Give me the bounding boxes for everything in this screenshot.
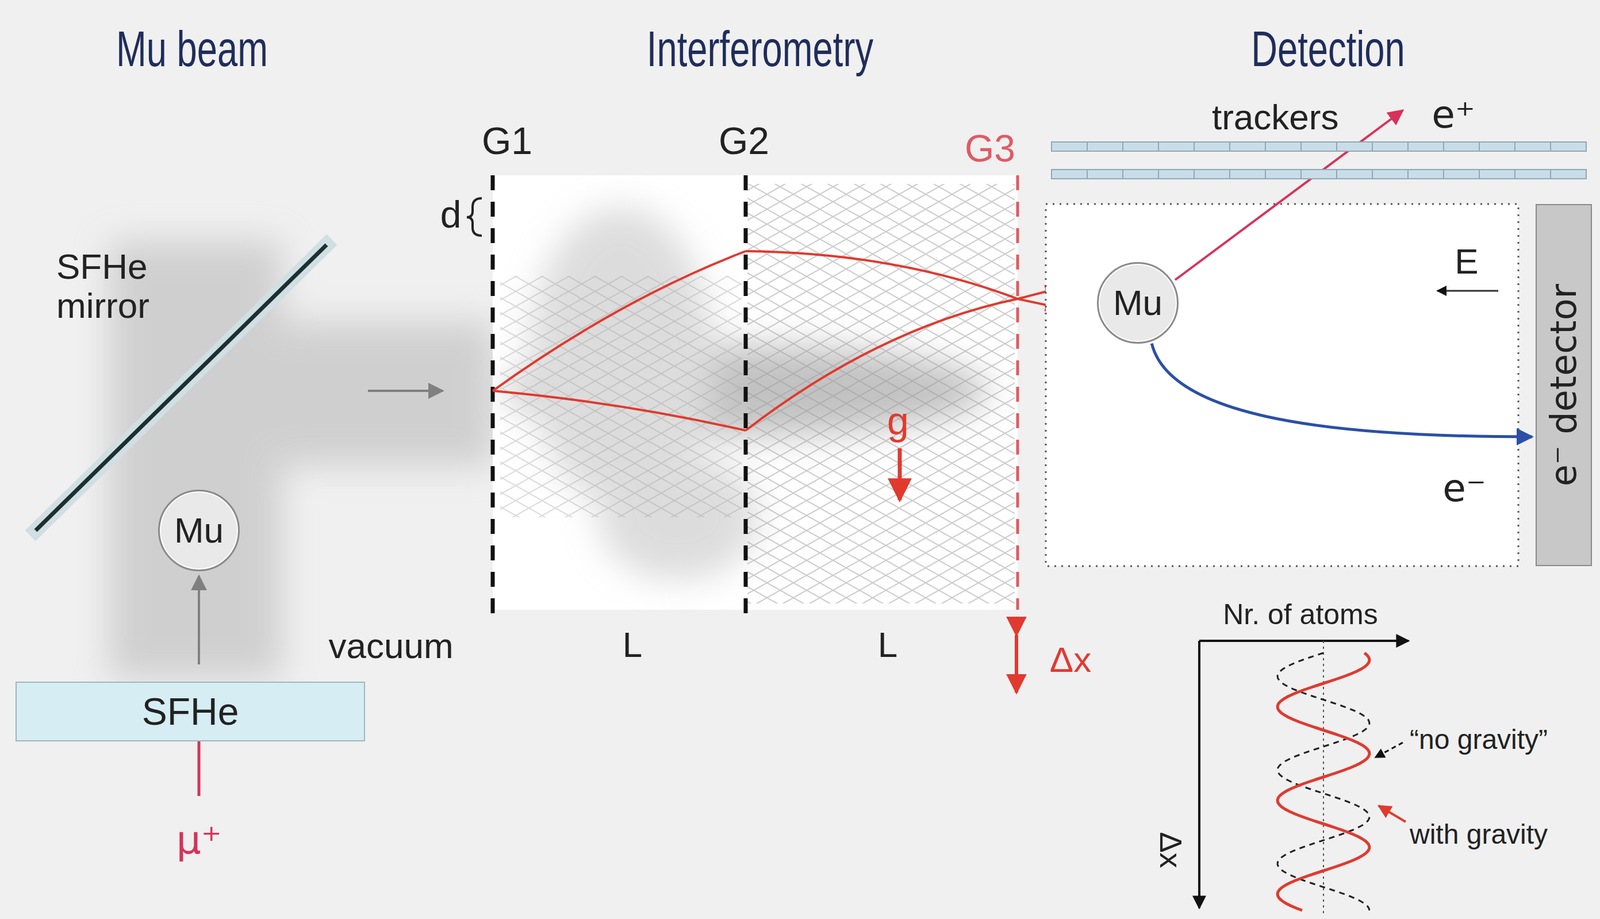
node-text: Mu — [174, 511, 224, 551]
node-text: e⁻ detector — [1544, 284, 1584, 487]
particle-label: μ⁺ — [175, 819, 222, 863]
grating-g2 — [743, 175, 748, 619]
interferometer-paths — [492, 251, 1058, 431]
particle-label: e⁻ — [1442, 467, 1486, 510]
section-heading: Detection — [1251, 21, 1406, 78]
shift-arrow — [1014, 635, 1019, 693]
field-label: E — [1454, 242, 1479, 282]
connector — [197, 576, 201, 665]
grating-g3 — [1016, 175, 1020, 610]
node-text: Mu — [1113, 283, 1163, 323]
section-heading: Interferometry — [646, 21, 874, 78]
field-arrow — [1437, 290, 1499, 293]
fringe-plot — [1199, 641, 1409, 915]
tracker-bar — [1050, 141, 1587, 152]
detector-box: e⁻ detector — [1535, 204, 1592, 567]
dimension: L — [622, 625, 643, 665]
legend-note: with gravity — [1409, 819, 1548, 851]
node-text: SFHe — [142, 691, 240, 734]
interferometer-region — [492, 175, 1018, 610]
part-name: SFHe mirror — [56, 247, 195, 326]
source-box: SFHe — [15, 681, 366, 742]
tracker-bar — [1050, 169, 1587, 180]
detection-region — [1045, 204, 1519, 567]
legend-note: “no gravity” — [1409, 724, 1548, 756]
node-text: trackers — [1211, 97, 1339, 137]
grating-label: G2 — [718, 120, 770, 163]
section-heading: Mu beam — [116, 21, 268, 78]
fringe-curve — [1277, 653, 1370, 911]
atom-circle: Mu — [158, 489, 240, 572]
beam-arrow — [367, 389, 443, 393]
dimension: d — [440, 193, 462, 236]
tracker-group: trackers — [1050, 97, 1587, 184]
beam-shading — [109, 241, 495, 679]
connector — [1151, 343, 1533, 437]
particle-label: e⁺ — [1431, 94, 1475, 137]
dimension: L — [877, 625, 898, 665]
region-label: vacuum — [328, 626, 454, 666]
dimension: Δx — [1049, 640, 1092, 680]
atom-circle: Mu — [1096, 262, 1179, 344]
axis-label: Nr. of atoms — [1222, 599, 1379, 631]
axis-label: Δx — [1153, 831, 1188, 869]
gravity-arrow — [898, 448, 903, 501]
grating-g1 — [490, 175, 496, 619]
grating-label: G3 — [964, 127, 1016, 170]
gravity-label: g — [887, 399, 909, 443]
period-brace — [466, 198, 482, 236]
mirror — [35, 244, 327, 531]
fringe-curve — [1277, 653, 1370, 911]
grating-label: G1 — [481, 120, 533, 163]
